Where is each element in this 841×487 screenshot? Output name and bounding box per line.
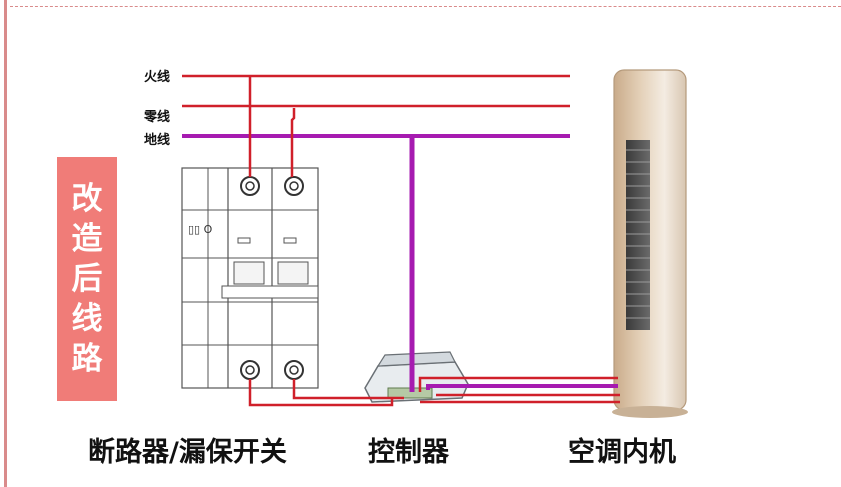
breaker-caption: 断路器/漏保开关: [88, 437, 287, 468]
live-wire-label: 火线: [144, 70, 171, 85]
frame-top-border: [10, 6, 841, 7]
supply-wires: [182, 74, 570, 177]
neutral-wire-label: 零线: [144, 110, 171, 125]
title-badge: 改 造 后 线 路: [57, 157, 117, 401]
indoor-unit-caption: 空调内机: [568, 437, 676, 468]
terminal-screw-icon: [240, 176, 260, 196]
badge-char: 路: [71, 341, 103, 377]
terminal-screw-icon: [284, 176, 304, 196]
breaker-unit: ▯▯ O: [181, 167, 319, 389]
badge-char: 改: [71, 181, 103, 217]
badge-char: 造: [71, 221, 103, 257]
ac-indoor-unit: [612, 69, 688, 418]
terminal-screw-icon: [240, 360, 260, 380]
badge-char: 后: [71, 261, 103, 297]
frame-left-border: [4, 0, 7, 487]
badge-char: 线: [71, 301, 103, 337]
controller-caption: 控制器: [368, 437, 449, 468]
breaker-output-wires: [248, 379, 404, 407]
controller-output-wires: [418, 376, 620, 404]
terminal-screw-icon: [284, 360, 304, 380]
svg-text:▯▯ O: ▯▯ O: [188, 223, 213, 236]
ground-wire-label: 地线: [144, 133, 171, 148]
